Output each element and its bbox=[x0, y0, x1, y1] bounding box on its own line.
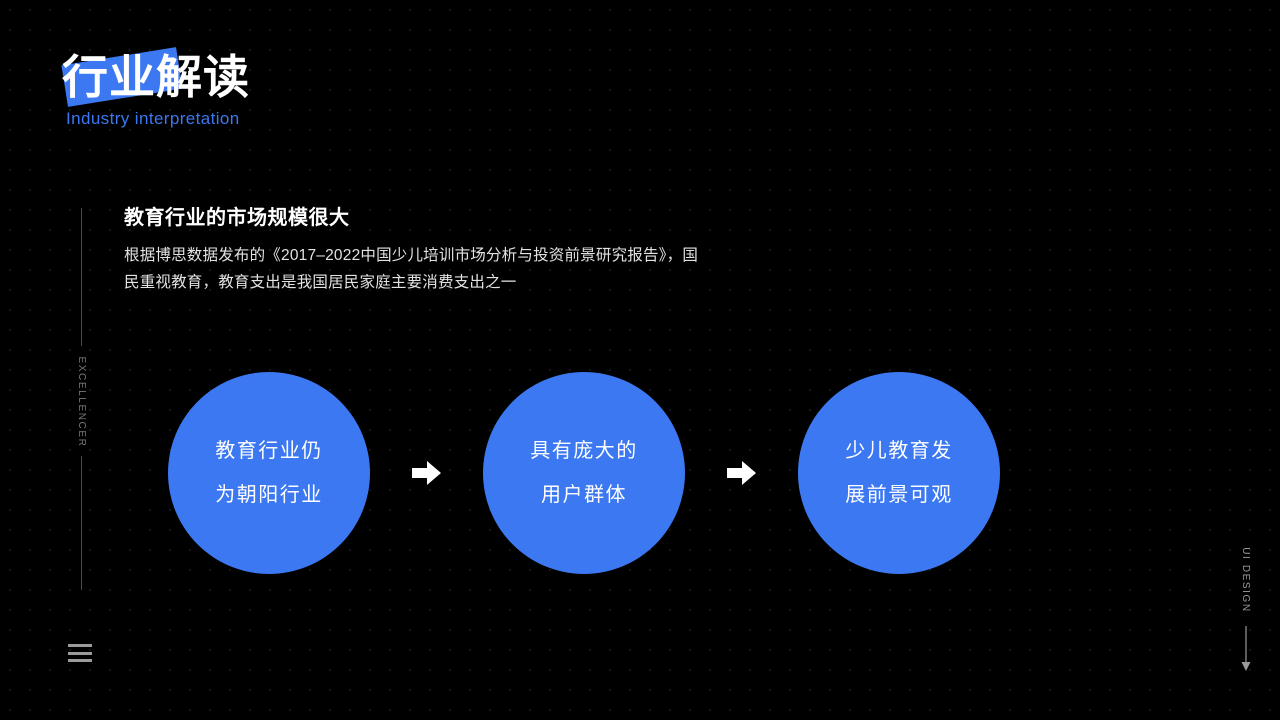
brand-vertical-label: EXCELLENCER bbox=[76, 356, 88, 448]
content-text-block: 教育行业的市场规模很大 根据博思数据发布的《2017–2022中国少儿培训市场分… bbox=[124, 204, 804, 296]
page-subtitle: Industry interpretation bbox=[66, 109, 240, 128]
hamburger-bar-3 bbox=[68, 659, 92, 662]
paragraph-line: 民重视教育，教育支出是我国居民家庭主要消费支出之一 bbox=[124, 274, 517, 291]
arrow-down-icon bbox=[1240, 626, 1252, 677]
flow-step-3-line2: 展前景可观 bbox=[845, 484, 953, 506]
hamburger-bar-1 bbox=[68, 644, 92, 647]
flow-step-3[interactable]: 少儿教育发 展前景可观 bbox=[798, 372, 1000, 574]
right-vertical-rail: UI DESIGN bbox=[1226, 547, 1266, 684]
arrow-right-icon bbox=[685, 459, 798, 487]
ui-design-vertical-label: UI DESIGN bbox=[1240, 547, 1252, 613]
flow-step-2[interactable]: 具有庞大的 用户群体 bbox=[483, 372, 685, 574]
flow-step-1-line1: 教育行业仍 bbox=[215, 440, 323, 462]
flow-step-2-line1: 具有庞大的 bbox=[530, 440, 638, 462]
hamburger-bar-2 bbox=[68, 651, 92, 655]
flow-step-3-line1: 少儿教育发 bbox=[845, 440, 953, 462]
arrow-right-icon bbox=[370, 459, 483, 487]
rail-divider-top bbox=[81, 208, 82, 346]
flow-step-1[interactable]: 教育行业仍 为朝阳行业 bbox=[168, 372, 370, 574]
section-heading: 教育行业的市场规模很大 bbox=[124, 207, 350, 229]
flow-step-2-line2: 用户群体 bbox=[541, 484, 627, 506]
rail-divider-bottom bbox=[81, 456, 82, 590]
slide-title-block: 行业解读 Industry interpretation bbox=[61, 46, 482, 138]
left-vertical-rail: EXCELLENCER bbox=[72, 208, 92, 590]
paragraph-line: 根据博思数据发布的《2017–2022中国少儿培训市场分析与投资前景研究报告》，… bbox=[124, 247, 699, 264]
page-title: 行业解读 bbox=[62, 51, 250, 103]
flow-step-1-line2: 为朝阳行业 bbox=[215, 484, 323, 506]
process-flow-diagram: 教育行业仍 为朝阳行业 具有庞大的 用户群体 少儿教育发 展前景可观 bbox=[168, 372, 1168, 574]
hamburger-menu-icon[interactable] bbox=[68, 644, 92, 662]
